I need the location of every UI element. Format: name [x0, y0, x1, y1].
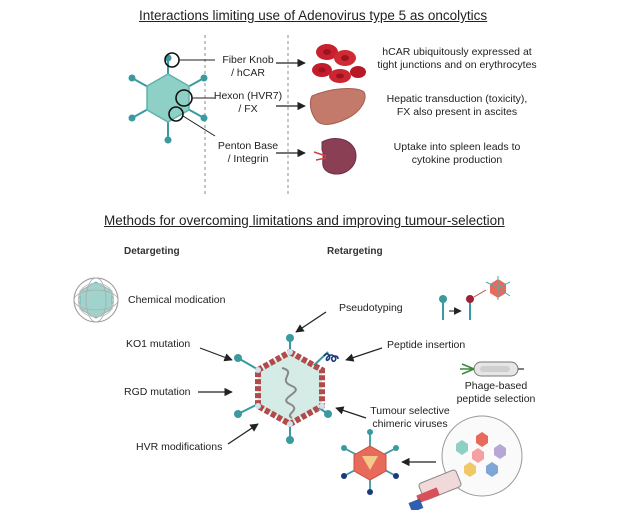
fiber-knob-label: Fiber Knob/ hCAR	[222, 54, 274, 79]
rgd-mutation-label: RGD mutation	[124, 386, 191, 398]
phage-icon	[460, 361, 524, 377]
hvr-modifications-label: HVR modifications	[136, 441, 223, 453]
arrow-peptide	[345, 347, 383, 362]
arrow-ko1	[199, 347, 233, 362]
retargeting-heading: Retargeting	[327, 246, 383, 257]
penton-label: Penton Base/ Integrin	[217, 140, 279, 165]
hexon-label: Hexon (HVR7)/ FX	[213, 90, 283, 115]
title-top: Interactions limiting use of Adenovirus …	[139, 8, 488, 23]
hepatic-effect-text: Hepatic transduction (toxicity),FX also …	[386, 93, 528, 118]
virus-library-bubble	[441, 415, 523, 497]
cell-culture-flask-icon	[408, 469, 462, 510]
spleen-icon	[313, 138, 357, 175]
adenovirus-icon-top	[128, 52, 208, 144]
fiber-swap-icon	[439, 276, 511, 320]
peptide-insertion-label: Peptide insertion	[387, 339, 466, 351]
pseudotyping-label: Pseudotyping	[339, 302, 403, 314]
ko1-mutation-label: KO1 mutation	[126, 338, 191, 350]
chemical-coated-virus-icon	[73, 277, 119, 323]
arrow-pseudotyping	[295, 311, 327, 333]
liver-icon	[309, 88, 366, 125]
modified-adenovirus-icon	[234, 334, 339, 444]
chemical-modification-label: Chemical modication	[128, 294, 226, 306]
arrow-hvr	[227, 423, 259, 445]
title-bottom: Methods for overcoming limitations and i…	[104, 213, 505, 228]
arrow-chimeric	[335, 406, 367, 419]
chimeric-virus-icon	[341, 429, 399, 495]
detargeting-heading: Detargeting	[124, 246, 180, 257]
red-blood-cells-icon	[312, 44, 366, 83]
